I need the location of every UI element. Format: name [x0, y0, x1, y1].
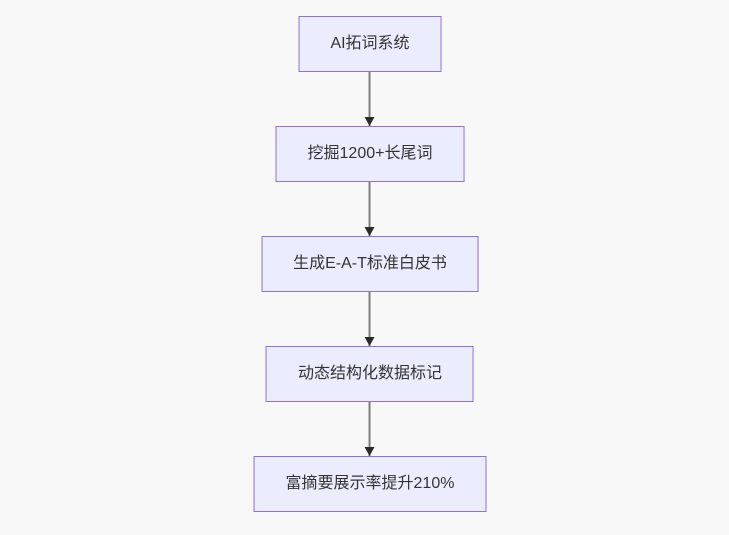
arrowhead-down-icon	[365, 117, 375, 126]
flow-edge-3	[365, 292, 375, 346]
flow-node-4: 动态结构化数据标记	[265, 346, 474, 402]
flowchart: AI拓词系统 挖掘1200+长尾词 生成E-A-T标准白皮书 动态结构化数据标记…	[253, 16, 487, 512]
arrowhead-down-icon	[365, 447, 375, 456]
flow-node-3: 生成E-A-T标准白皮书	[261, 236, 479, 292]
arrowhead-down-icon	[365, 337, 375, 346]
flow-node-2: 挖掘1200+长尾词	[275, 126, 465, 182]
flow-edge-1	[365, 72, 375, 126]
arrowhead-down-icon	[365, 227, 375, 236]
flow-node-1: AI拓词系统	[298, 16, 442, 72]
flow-edge-2	[365, 182, 375, 236]
flow-edge-4	[365, 402, 375, 456]
flow-node-5: 富摘要展示率提升210%	[253, 456, 487, 512]
